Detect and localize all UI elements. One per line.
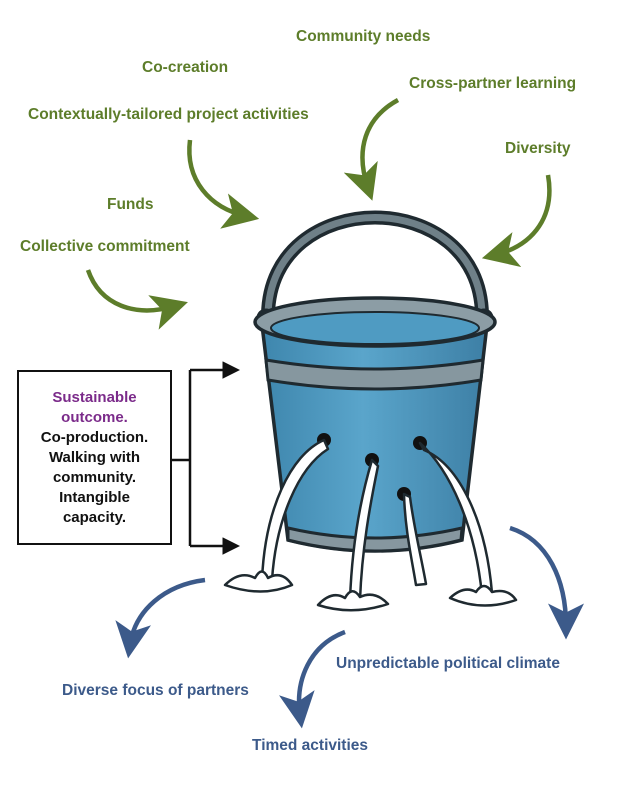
label-funds: Funds [107,196,154,213]
label-co-creation: Co-creation [142,59,229,76]
outcome-line: Walking with [48,448,141,466]
outcome-line: community. [52,468,137,486]
label-diverse-focus: Diverse focus of partners [62,682,249,699]
input-arrow [481,174,552,267]
label-timed-activities: Timed activities [252,737,369,754]
outcome-line: capacity. [62,508,127,526]
label-contextually-tailored: Contextually-tailored project activities [28,106,309,123]
leak-streams [223,438,518,612]
label-collective-commitment: Collective commitment [20,238,190,255]
outcome-line: outcome. [61,408,128,426]
output-arrow [509,525,584,640]
output-arrow [115,577,206,659]
outcome-line: Sustainable [52,388,137,406]
label-cross-partner-learning: Cross-partner learning [409,75,577,92]
outcome-bracket [172,361,240,555]
outcome-line: Intangible [59,488,130,506]
input-arrow [187,139,260,229]
outcome-line: Co-production. [40,428,149,446]
outcome-box: Sustainable outcome. Co-production. Walk… [17,370,172,545]
label-diversity: Diversity [505,140,571,157]
input-arrow [343,98,400,201]
bucket-body [260,323,489,553]
label-unpredictable-political-climate: Unpredictable political climate [336,655,560,672]
water-surface [270,311,480,345]
label-community-needs: Community needs [296,28,431,45]
input-arrow [85,269,188,330]
output-arrow [279,629,346,729]
